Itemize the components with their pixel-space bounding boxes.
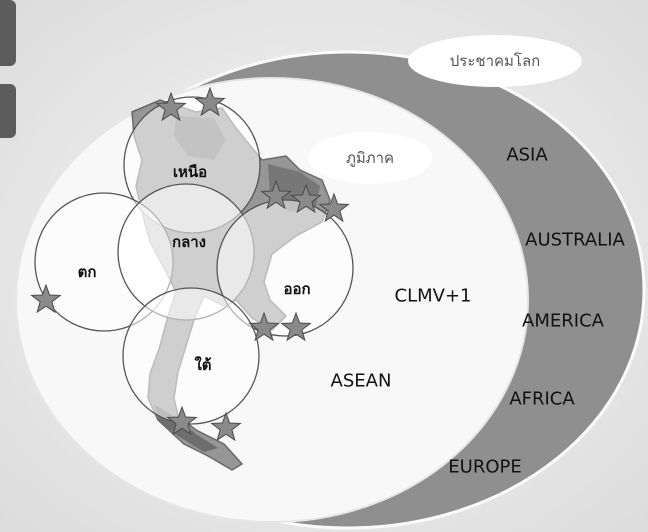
global-community-label: ประชาคมโลก [449, 52, 541, 70]
star-icon [194, 86, 226, 117]
continent-australia: AUSTRALIA [525, 229, 625, 251]
star-icon [30, 283, 62, 314]
asean-label: ASEAN [330, 370, 392, 392]
star-icon [155, 91, 187, 122]
continent-america: AMERICA [522, 310, 604, 332]
side-tab-bottom[interactable] [0, 84, 16, 138]
region-label-north: เหนือ [172, 163, 208, 181]
star-icon [260, 179, 292, 210]
regional-badge: ภูมิภาค [308, 132, 432, 184]
east-circle [216, 199, 354, 337]
region-label-east: ออก [283, 280, 311, 298]
star-icon [290, 183, 322, 214]
region-circles [34, 96, 354, 425]
clmv-label: CLMV+1 [394, 285, 472, 307]
star-icon [210, 411, 242, 442]
continent-africa: AFRICA [509, 388, 575, 410]
global-community-badge: ประชาคมโลก [408, 35, 582, 87]
star-icon [248, 311, 280, 342]
region-label-west: ตก [77, 263, 97, 281]
south-circle [122, 287, 260, 425]
star-icon [166, 405, 198, 436]
regional-label: ภูมิภาค [345, 149, 395, 167]
side-tab-top[interactable] [0, 0, 16, 66]
star-markers [30, 86, 350, 442]
region-label-south: ใต้ [194, 356, 212, 374]
region-label-central: กลาง [171, 233, 207, 251]
star-icon [280, 311, 312, 342]
star-icon [318, 192, 350, 223]
continent-asia: ASIA [506, 144, 548, 166]
continent-europe: EUROPE [448, 456, 522, 478]
